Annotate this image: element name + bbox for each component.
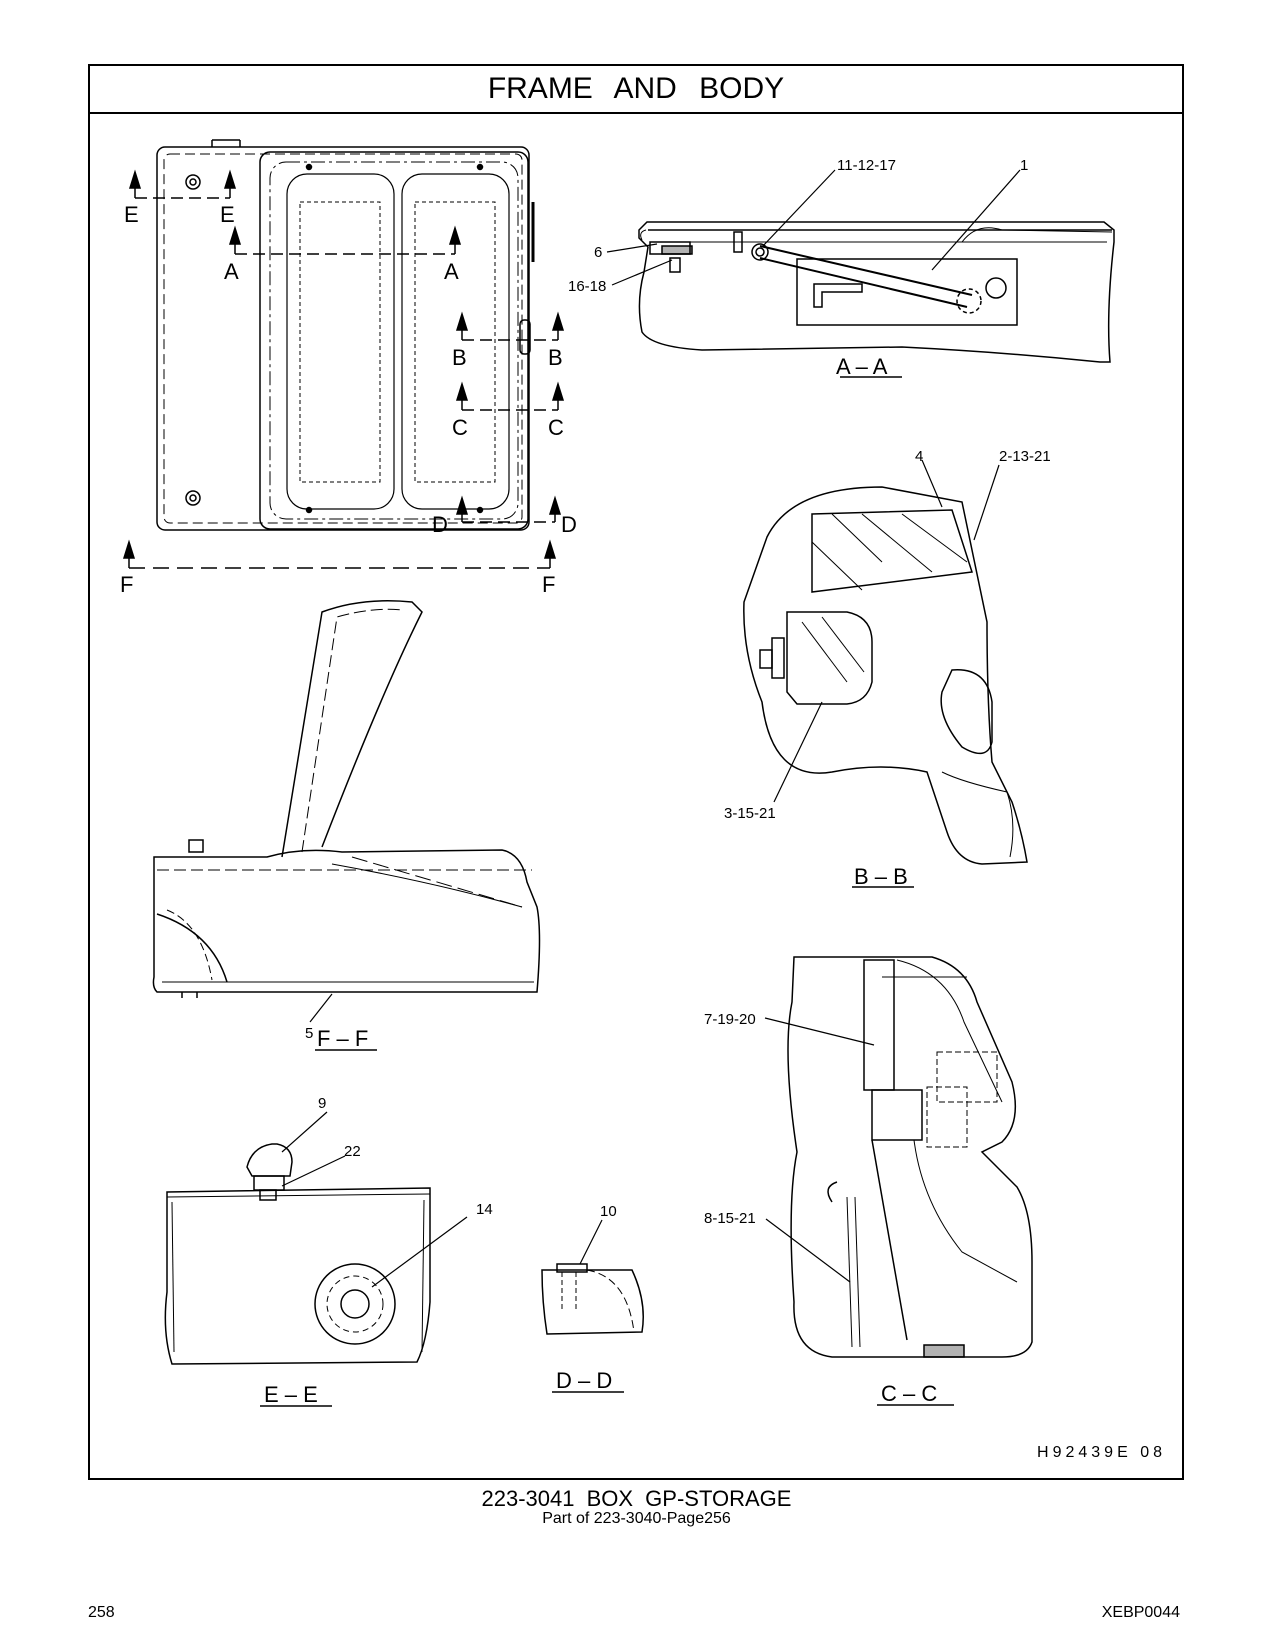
callout-3-15-21: 3-15-21 bbox=[724, 805, 776, 822]
view-cc: C – C bbox=[787, 956, 1033, 1406]
callout-2-13-21: 2-13-21 bbox=[999, 448, 1051, 465]
view-label-ee: E – E bbox=[264, 1382, 318, 1407]
page-number: 258 bbox=[88, 1604, 115, 1621]
view-label-dd: D – D bbox=[556, 1368, 612, 1393]
section-marker-d-left: D bbox=[432, 512, 448, 537]
parts-diagram: E E A A B B C C D D F F bbox=[120, 139, 1115, 1407]
drawing-frame: FRAME AND BODY bbox=[88, 64, 1184, 1480]
view-label-cc: C – C bbox=[881, 1381, 937, 1406]
view-bb: B – B bbox=[743, 486, 1028, 889]
section-marker-a-right: A bbox=[444, 259, 459, 284]
page-title: FRAME AND BODY bbox=[90, 66, 1182, 114]
section-marker-b-left: B bbox=[452, 345, 467, 370]
section-marker-d-right: D bbox=[561, 512, 577, 537]
section-marker-e-left: E bbox=[124, 202, 139, 227]
callout-5: 5 bbox=[305, 1025, 313, 1042]
callout-8-15-21: 8-15-21 bbox=[704, 1210, 756, 1227]
part-caption: 223-3041 BOX GP-STORAGE bbox=[481, 1486, 792, 1511]
view-dd: D – D bbox=[541, 1263, 644, 1393]
callout-10: 10 bbox=[600, 1203, 617, 1220]
callout-11-12-17: 11-12-17 bbox=[837, 157, 896, 174]
leader-lines bbox=[281, 169, 1021, 1288]
section-marker-f-right: F bbox=[542, 572, 555, 597]
section-marker-c-right: C bbox=[548, 415, 564, 440]
view-label-aa: A – A bbox=[836, 354, 888, 379]
view-ff: F – F bbox=[152, 600, 541, 1051]
view-aa: A – A bbox=[638, 221, 1115, 379]
section-marker-e-right: E bbox=[220, 202, 235, 227]
callout-9: 9 bbox=[318, 1095, 326, 1112]
callout-1: 1 bbox=[1020, 157, 1028, 174]
section-marker-b-right: B bbox=[548, 345, 563, 370]
view-label-bb: B – B bbox=[854, 864, 908, 889]
drawing-id: H92439E 08 bbox=[1037, 1444, 1166, 1461]
view-ee: E – E bbox=[164, 1143, 431, 1407]
section-marker-f-left: F bbox=[120, 572, 133, 597]
part-of-caption: Part of 223-3040-Page256 bbox=[542, 1510, 731, 1527]
section-marker-a-left: A bbox=[224, 259, 239, 284]
callout-7-19-20: 7-19-20 bbox=[704, 1011, 756, 1028]
callout-4: 4 bbox=[915, 448, 923, 465]
callout-22: 22 bbox=[344, 1143, 361, 1160]
section-marker-c-left: C bbox=[452, 415, 468, 440]
callout-14: 14 bbox=[476, 1201, 493, 1218]
callout-16-18: 16-18 bbox=[568, 278, 606, 295]
view-label-ff: F – F bbox=[317, 1026, 368, 1051]
top-view: E E A A B B C C D D F F bbox=[120, 139, 577, 597]
document-code: XEBP0044 bbox=[1101, 1604, 1180, 1621]
callout-6: 6 bbox=[594, 244, 602, 261]
